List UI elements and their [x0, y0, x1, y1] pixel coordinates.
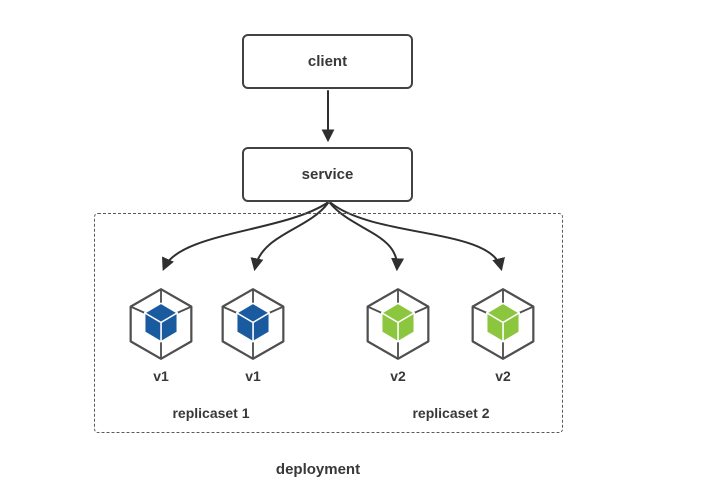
pod-cube-icon [471, 288, 535, 360]
pod-version-label: v2 [495, 368, 511, 384]
service-node: service [242, 147, 413, 202]
deployment-boundary [94, 213, 563, 433]
pod-cube-icon [221, 288, 285, 360]
pod-version-label: v2 [390, 368, 406, 384]
pod-v2-a: v2 [361, 287, 435, 384]
pod-version-label: v1 [245, 368, 261, 384]
pod-v1-a: v1 [124, 287, 198, 384]
deployment-label: deployment [275, 461, 361, 478]
pod-cube-icon [366, 288, 430, 360]
replicaset-2-label: replicaset 2 [412, 405, 490, 421]
pod-version-label: v1 [153, 368, 169, 384]
client-label: client [307, 53, 348, 70]
pod-v2-b: v2 [466, 287, 540, 384]
client-node: client [242, 34, 413, 89]
pod-v1-b: v1 [216, 287, 290, 384]
replicaset-1-label: replicaset 1 [172, 405, 250, 421]
service-label: service [301, 166, 354, 183]
pod-cube-icon [129, 288, 193, 360]
